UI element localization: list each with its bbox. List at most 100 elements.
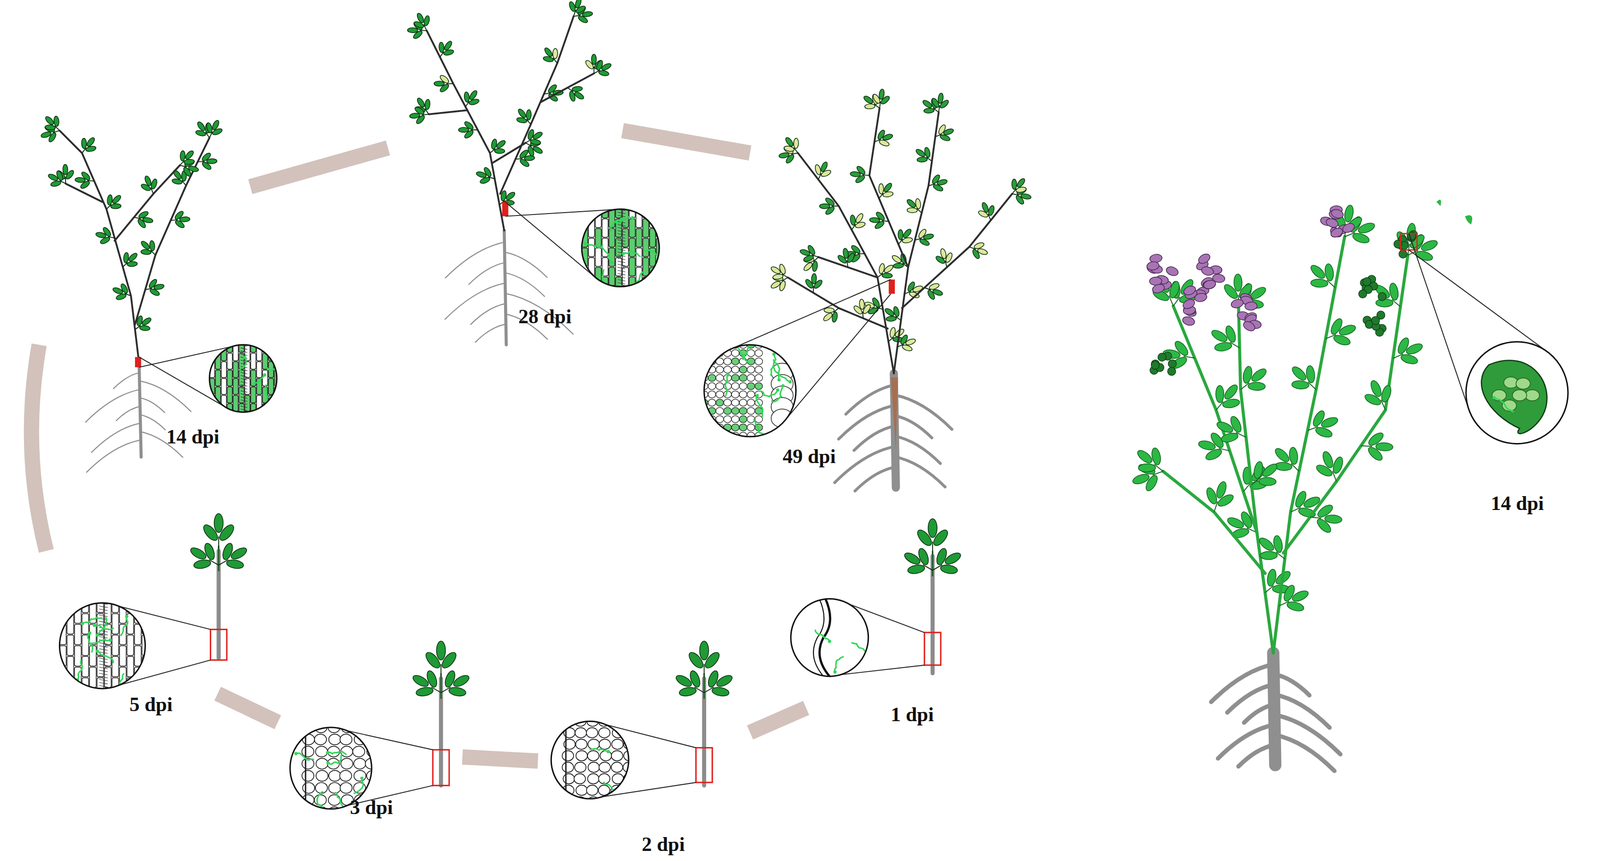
leaflet (678, 686, 697, 698)
leaflet (490, 138, 498, 150)
leaf (803, 272, 824, 293)
hypha-tip (88, 631, 92, 635)
leaflet (55, 169, 65, 182)
vessel-hatch (240, 372, 248, 374)
cell (602, 218, 609, 237)
leaflet (438, 42, 445, 53)
vessel-hatch (617, 264, 626, 266)
leaflet (436, 641, 446, 660)
leaflet (1266, 568, 1278, 587)
cell (611, 716, 623, 727)
cell (715, 382, 724, 390)
leaflet (439, 650, 459, 671)
cell (81, 592, 89, 613)
cell (731, 415, 740, 423)
cell (74, 688, 82, 710)
leaflet (916, 547, 931, 566)
leaflet (1288, 446, 1299, 465)
cell (89, 688, 97, 710)
vessel-hatch (617, 279, 626, 282)
stem (931, 550, 934, 576)
vessel-hatch (99, 664, 108, 666)
leaflet (1222, 382, 1240, 401)
cell (367, 721, 380, 733)
cell (754, 382, 763, 390)
plant-49dpi (766, 87, 1034, 491)
leaf (1264, 437, 1310, 483)
leaf (74, 169, 95, 191)
leaf (1282, 355, 1328, 401)
leaflet (225, 558, 245, 570)
cell (700, 440, 709, 448)
vessel-hatch (617, 273, 626, 275)
lateral-root (85, 389, 141, 422)
plant-28dpi (407, 0, 616, 345)
leaflet (1011, 179, 1017, 190)
leaf (484, 133, 511, 161)
leaflet (688, 669, 702, 688)
cell (314, 733, 327, 745)
leaflet (906, 207, 918, 214)
cell (739, 366, 747, 374)
cell (59, 666, 67, 688)
leaflet (814, 164, 823, 176)
leaflet (1204, 447, 1224, 462)
vessel-hatch (617, 248, 626, 251)
leaflet (205, 122, 214, 134)
lateral-root (468, 262, 506, 285)
hypha (815, 630, 830, 642)
hypha (600, 270, 604, 289)
cell (262, 336, 268, 352)
leaf (116, 246, 144, 274)
cell (708, 349, 716, 357)
leaflet (901, 343, 913, 352)
cell (226, 370, 233, 386)
leaflet (862, 94, 874, 105)
inoculation-box (432, 749, 450, 786)
leaflet (201, 522, 221, 543)
cell (574, 762, 586, 773)
leaflet (517, 107, 528, 119)
cell (598, 739, 611, 750)
cell (67, 634, 74, 656)
leaf (1365, 273, 1411, 319)
cell (226, 386, 233, 403)
leaflet (831, 311, 839, 323)
magnifier-outline (59, 602, 146, 689)
cell (134, 645, 142, 667)
hypha-tip (108, 638, 113, 642)
petiole (932, 541, 934, 554)
seed-pod-cluster (1168, 359, 1177, 368)
vessel-hatch (240, 369, 248, 371)
leaf (871, 126, 896, 151)
cell (588, 276, 595, 295)
leaflet (201, 151, 213, 163)
leaflet (1285, 599, 1305, 613)
seed-pod (1481, 360, 1547, 434)
leaflet (192, 558, 212, 570)
cell (615, 237, 622, 257)
leaflet (1324, 263, 1335, 282)
plant-flowering (1127, 199, 1473, 771)
leaflet (1273, 446, 1292, 464)
cell (656, 199, 663, 218)
leaf (1319, 312, 1362, 354)
leaflet (1150, 447, 1162, 466)
leaflet (1396, 336, 1411, 356)
tissue (59, 592, 149, 710)
leaflet (552, 48, 558, 59)
cell (119, 602, 127, 624)
hypha (97, 617, 107, 635)
leaf (843, 208, 871, 236)
hypha-tip (633, 286, 637, 290)
leaflet (220, 541, 235, 561)
leaflet (824, 196, 836, 208)
cell (581, 209, 588, 228)
leaflet (79, 179, 91, 190)
stem (1162, 471, 1265, 574)
lateral-root (475, 324, 506, 342)
lateral-root (445, 241, 506, 278)
leaflet (1291, 380, 1310, 390)
cell (754, 407, 763, 415)
leaflet (824, 205, 836, 216)
